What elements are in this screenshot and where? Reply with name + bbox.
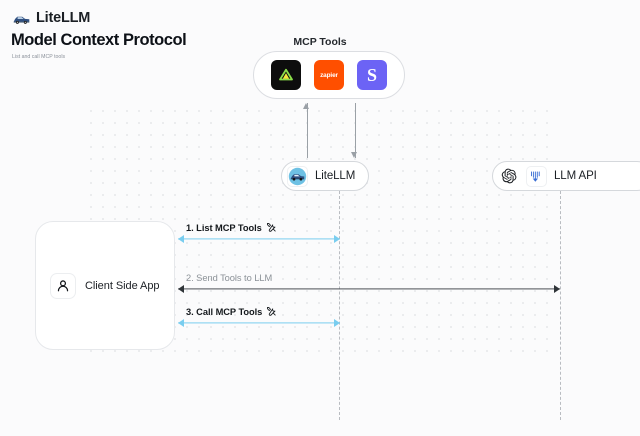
flow-line	[178, 288, 560, 290]
client-side-app-box[interactable]: Client Side App	[35, 221, 175, 350]
flow-label-3: 3. Call MCP Tools	[186, 306, 277, 317]
mcp-tools-group: zapier S	[253, 51, 405, 99]
flow-arrow-right	[334, 319, 340, 327]
s-label: S	[366, 65, 377, 85]
flow-line	[178, 238, 340, 240]
flow-arrow-left	[178, 319, 184, 327]
brand-name: LiteLLM	[36, 10, 91, 26]
tools-response-up-arrow	[302, 103, 312, 158]
flow-2-text: 2. Send Tools to LLM	[186, 273, 273, 283]
zapier-tool-icon[interactable]: zapier	[314, 60, 344, 90]
arrow-shaft	[354, 103, 356, 158]
tools-request-down-arrow	[350, 103, 360, 158]
flow-arrow-left	[178, 235, 184, 243]
black-triangle-tool-icon[interactable]	[271, 60, 301, 90]
litellm-truck-icon	[287, 165, 308, 187]
client-side-app-label: Client Side App	[85, 279, 160, 292]
canvas-mask-bottom	[0, 362, 640, 436]
node-llm-api[interactable]: LLM API	[492, 161, 640, 191]
zapier-label: zapier	[320, 71, 338, 79]
flow-label-1: 1. List MCP Tools	[186, 222, 277, 233]
tools-icon	[266, 222, 277, 233]
person-icon	[50, 272, 76, 299]
arrow-shaft	[306, 103, 308, 158]
flow-list-mcp-tools: 1. List MCP Tools	[178, 223, 340, 243]
flow-label-2: 2. Send Tools to LLM	[186, 273, 272, 283]
node-litellm[interactable]: LiteLLM	[281, 161, 370, 191]
lifeline-litellm	[339, 191, 340, 420]
arrow-head-down	[351, 152, 358, 158]
flow-arrow-left	[178, 285, 184, 293]
page-title: Model Context Protocol	[11, 31, 187, 49]
flow-arrow-right	[554, 285, 560, 293]
anthropic-icon	[526, 165, 547, 187]
truck-logo-icon	[13, 10, 30, 27]
mcp-tools-title: MCP Tools	[293, 36, 347, 48]
s-tool-icon[interactable]: S	[357, 60, 387, 90]
flow-arrow-right	[334, 235, 340, 243]
page-subtitle: List and call MCP tools	[12, 54, 66, 60]
flow-3-text: 3. Call MCP Tools	[186, 306, 263, 317]
tools-icon	[266, 306, 277, 317]
flow-call-mcp-tools: 3. Call MCP Tools	[178, 307, 340, 327]
arrow-head-up	[303, 103, 310, 109]
node-llm-api-label: LLM API	[554, 170, 597, 182]
openai-icon	[498, 165, 519, 187]
flow-1-text: 1. List MCP Tools	[186, 222, 262, 233]
flow-send-tools-to-llm: 2. Send Tools to LLM	[178, 273, 560, 293]
lifeline-llm-api	[560, 191, 561, 420]
flow-line	[178, 322, 340, 324]
brand-header: LiteLLM	[13, 8, 90, 28]
node-litellm-label: LiteLLM	[315, 170, 356, 182]
